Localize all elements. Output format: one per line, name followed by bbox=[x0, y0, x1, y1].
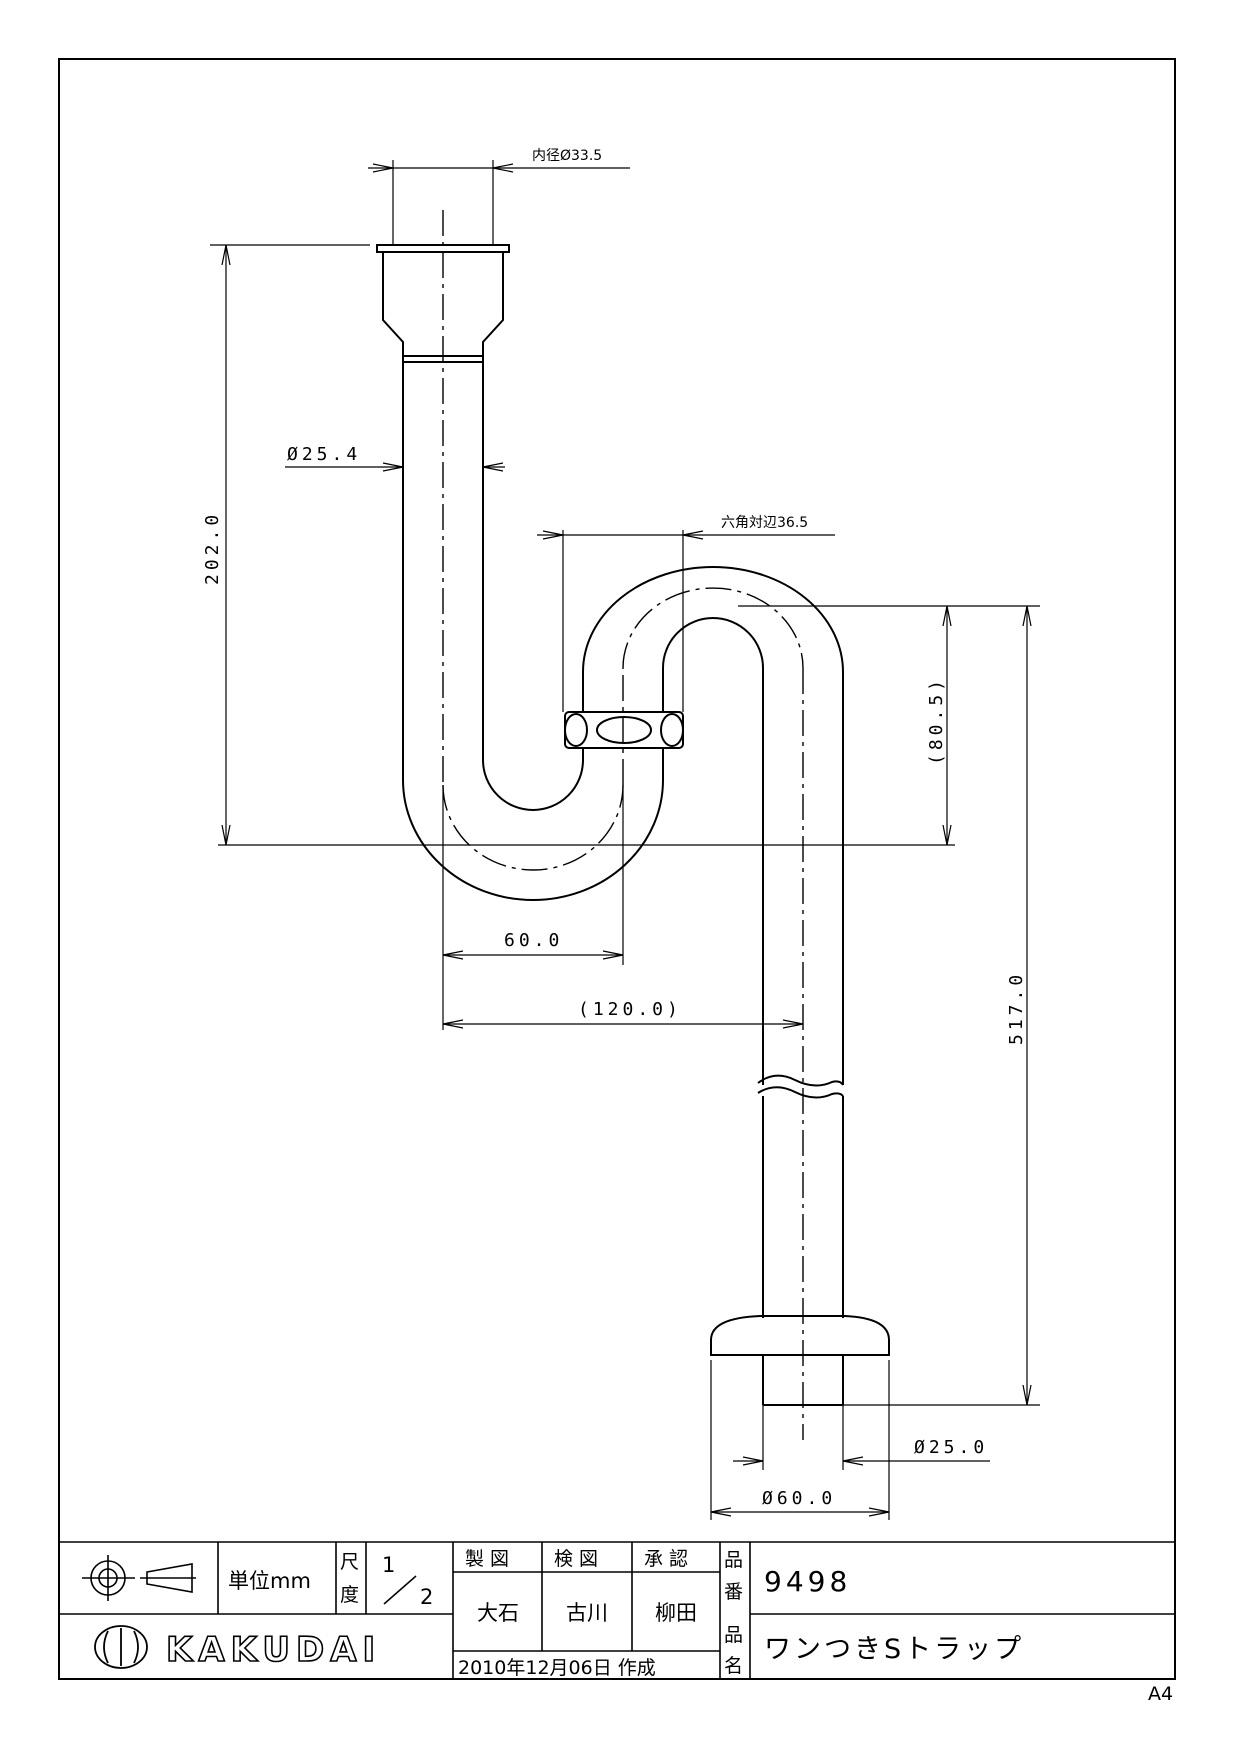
dim-hex-across-flats: 六角対辺36.5 bbox=[721, 515, 808, 531]
center-lines bbox=[442, 210, 804, 1440]
checked-by-label: 検 図 bbox=[554, 1548, 598, 1570]
drawn-by-label: 製 図 bbox=[465, 1548, 509, 1570]
dim-flange-diameter: Ø60.0 bbox=[762, 1488, 836, 1509]
dim-width-120: (120.0) bbox=[578, 999, 682, 1020]
dim-height-517: 517.0 bbox=[1006, 971, 1027, 1045]
part-number-label-top: 品 bbox=[724, 1549, 743, 1571]
date-created: 2010年12月06日 作成 bbox=[458, 1657, 656, 1679]
dim-pipe-diameter-bottom: Ø25.0 bbox=[914, 1437, 988, 1458]
scale-slash bbox=[383, 1575, 417, 1605]
title-block-grid bbox=[59, 1541, 1175, 1679]
dim-pipe-diameter-top: Ø25.4 bbox=[287, 444, 361, 465]
kakudai-logo-icon bbox=[94, 1625, 148, 1669]
dim-height-202: 202.0 bbox=[202, 511, 223, 585]
product-name: ワンつきSトラップ bbox=[764, 1634, 1024, 1665]
product-name-label-bottom: 名 bbox=[724, 1655, 743, 1677]
dimension-arrows bbox=[221, 163, 1032, 1517]
part-number-label-bottom: 番 bbox=[724, 1581, 743, 1603]
part-number: 9498 bbox=[764, 1565, 851, 1598]
scale-label-bottom: 度 bbox=[340, 1584, 359, 1606]
drawn-by: 大石 bbox=[477, 1601, 519, 1625]
dim-inner-diameter: 内径Ø33.5 bbox=[532, 148, 602, 164]
product-name-label-top: 品 bbox=[724, 1624, 743, 1646]
s-trap-outline bbox=[376, 244, 890, 1406]
checked-by: 古川 bbox=[566, 1601, 608, 1625]
scale-denominator: 2 bbox=[420, 1585, 433, 1609]
third-angle-projection-icon bbox=[82, 1555, 196, 1601]
dim-width-60: 60.0 bbox=[504, 930, 563, 951]
dim-height-80-5: (80.5) bbox=[926, 676, 947, 765]
scale-label-top: 尺 bbox=[340, 1551, 359, 1573]
approved-by: 柳田 bbox=[655, 1601, 697, 1625]
brand-logo-text: KAKUDAI bbox=[166, 1630, 381, 1670]
unit-label: 単位mm bbox=[228, 1569, 311, 1593]
dimension-lines bbox=[210, 160, 1040, 1520]
scale-numerator: 1 bbox=[382, 1553, 395, 1577]
approved-by-label: 承 認 bbox=[644, 1548, 688, 1570]
paper-size: A4 bbox=[1148, 1683, 1173, 1705]
drawing-border bbox=[58, 58, 1176, 1680]
